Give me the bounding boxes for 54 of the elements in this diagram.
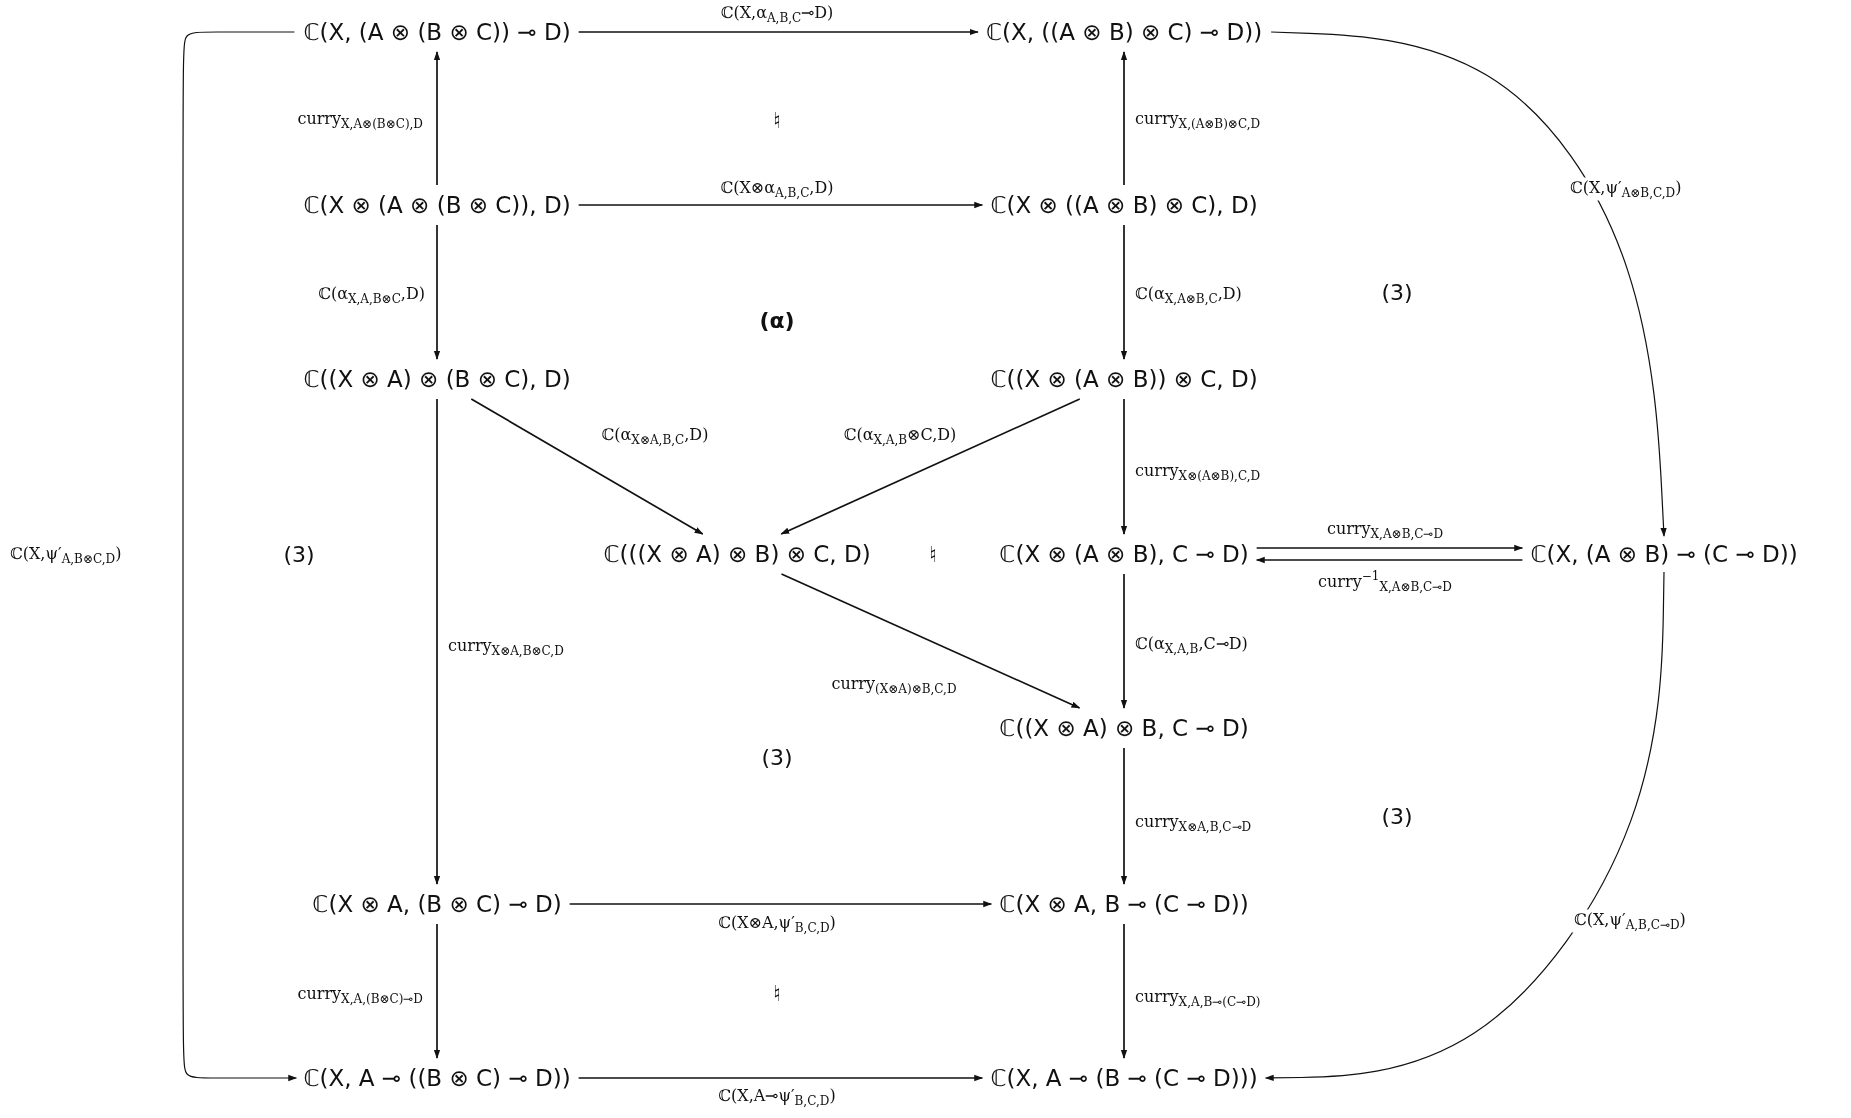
arrow [1120, 51, 1128, 186]
region-label: (3) [761, 744, 793, 770]
arrow [1120, 398, 1128, 535]
edge-label: ℂ(X,A⊸ψ′$_{B,C,D}$) [716, 1085, 838, 1109]
arrow [568, 900, 993, 908]
arrow [433, 398, 441, 885]
edge-label: ℂ(X,ψ′$_{A⊗B,C,D}$) [1568, 177, 1684, 201]
hom-set-label: ℂ(X, ((A ⊗ B) ⊗ C) ⊸ D)) [982, 17, 1266, 47]
arrow [182, 31, 298, 1082]
region-label: ♮ [773, 980, 781, 1006]
region-label: (3) [1381, 803, 1413, 829]
hom-set-label: ℂ(X ⊗ ((A ⊗ B) ⊗ C), D) [987, 190, 1261, 220]
arrow [1120, 923, 1128, 1059]
edge-label: ℂ(X⊗α$_{A,B,C}$,D) [718, 177, 836, 201]
hom-set-label: ℂ(X ⊗ (A ⊗ (B ⊗ C)), D) [300, 190, 574, 220]
arrow [577, 28, 979, 36]
region-label: ♮ [929, 541, 937, 567]
edge-label: ℂ(X,ψ′$_{A,B,C⊸D}$) [1572, 909, 1688, 933]
hom-set-label: ℂ(X, (A ⊗ (B ⊗ C)) ⊸ D) [300, 17, 574, 47]
arrow [1120, 224, 1128, 360]
hom-set-label: ℂ(X, A ⊸ ((B ⊗ C) ⊸ D)) [300, 1063, 574, 1093]
region-label: (α) [759, 307, 795, 333]
arrow [1264, 571, 1665, 1082]
edge-label: ℂ(α$_{X,A⊗B,C}$,D) [1133, 283, 1244, 307]
arrow [780, 398, 1081, 535]
arrow [470, 398, 704, 535]
edge-label: ℂ(α$_{X⊗A,B,C}$,D) [599, 424, 711, 448]
edge-label: ℂ(α$_{X,A,B⊗C}$,D) [316, 283, 427, 307]
hom-set-label: ℂ(((X ⊗ A) ⊗ B) ⊗ C, D) [600, 539, 874, 569]
edge-label: ℂ(α$_{X,A,B}$,C⊸D) [1133, 633, 1250, 657]
arrow [433, 923, 441, 1059]
arrow [433, 224, 441, 360]
hom-set-label: ℂ((X ⊗ A) ⊗ B, C ⊸ D) [996, 713, 1252, 743]
hom-set-label: ℂ(X, (A ⊗ B) ⊸ (C ⊸ D)) [1527, 539, 1801, 569]
arrow [577, 1074, 984, 1082]
hom-set-label: ℂ((X ⊗ A) ⊗ (B ⊗ C), D) [300, 364, 574, 394]
arrow [433, 51, 441, 186]
arrow [780, 573, 1081, 709]
region-label: (3) [283, 541, 315, 567]
hom-set-label: ℂ((X ⊗ (A ⊗ B)) ⊗ C, D) [987, 364, 1261, 394]
hom-set-label: ℂ(X, A ⊸ (B ⊸ (C ⊸ D))) [987, 1063, 1261, 1093]
hom-set-label: ℂ(X ⊗ A, (B ⊗ C) ⊸ D) [309, 889, 565, 919]
edge-label: ℂ(X,ψ′$_{A,B⊗C,D}$) [8, 543, 124, 567]
arrow [1255, 544, 1524, 552]
hom-set-label: ℂ(X ⊗ (A ⊗ B), C ⊸ D) [996, 539, 1252, 569]
region-label: ♮ [773, 107, 781, 133]
arrow [1255, 556, 1524, 564]
arrow [1120, 747, 1128, 885]
region-label: (3) [1381, 279, 1413, 305]
edge-label: ℂ(X⊗A,ψ′$_{B,C,D}$) [716, 912, 838, 936]
arrow [577, 201, 984, 209]
hom-set-label: ℂ(X ⊗ A, B ⊸ (C ⊸ D)) [996, 889, 1252, 919]
arrow [1120, 573, 1128, 709]
arrow [1270, 31, 1667, 537]
